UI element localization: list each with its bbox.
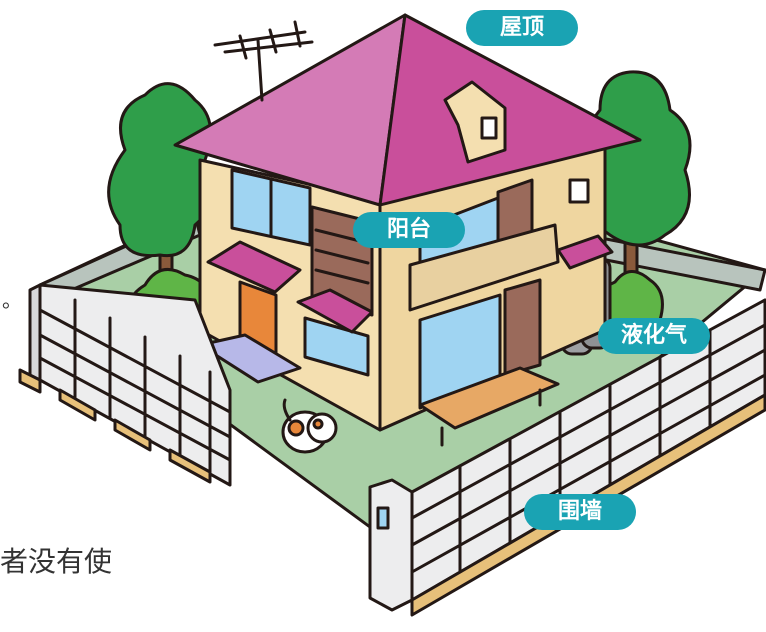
shutter-right-lower	[503, 278, 542, 377]
label-wall: 围墙	[524, 494, 636, 530]
doormat	[198, 333, 302, 384]
label-gas: 液化气	[598, 318, 710, 354]
curb-left	[18, 368, 212, 484]
roof-right	[378, 13, 642, 207]
tree-right	[584, 70, 692, 287]
stray-bottom-text: 者没有使	[0, 545, 113, 578]
label-balcony: 阳台	[353, 212, 465, 248]
balcony-rail	[408, 223, 560, 312]
window-canopy	[296, 288, 374, 334]
block-wall-left	[28, 283, 232, 487]
side-canopy	[556, 234, 614, 270]
wood-deck	[418, 366, 560, 430]
small-window	[568, 178, 590, 204]
stray-period: 。	[2, 288, 22, 312]
tv-antenna-icon	[213, 20, 314, 102]
cat-icon	[281, 398, 338, 454]
door-canopy	[206, 240, 302, 294]
label-roof: 屋顶	[466, 10, 578, 46]
dormer	[443, 80, 507, 164]
gate-pillar	[368, 478, 414, 612]
